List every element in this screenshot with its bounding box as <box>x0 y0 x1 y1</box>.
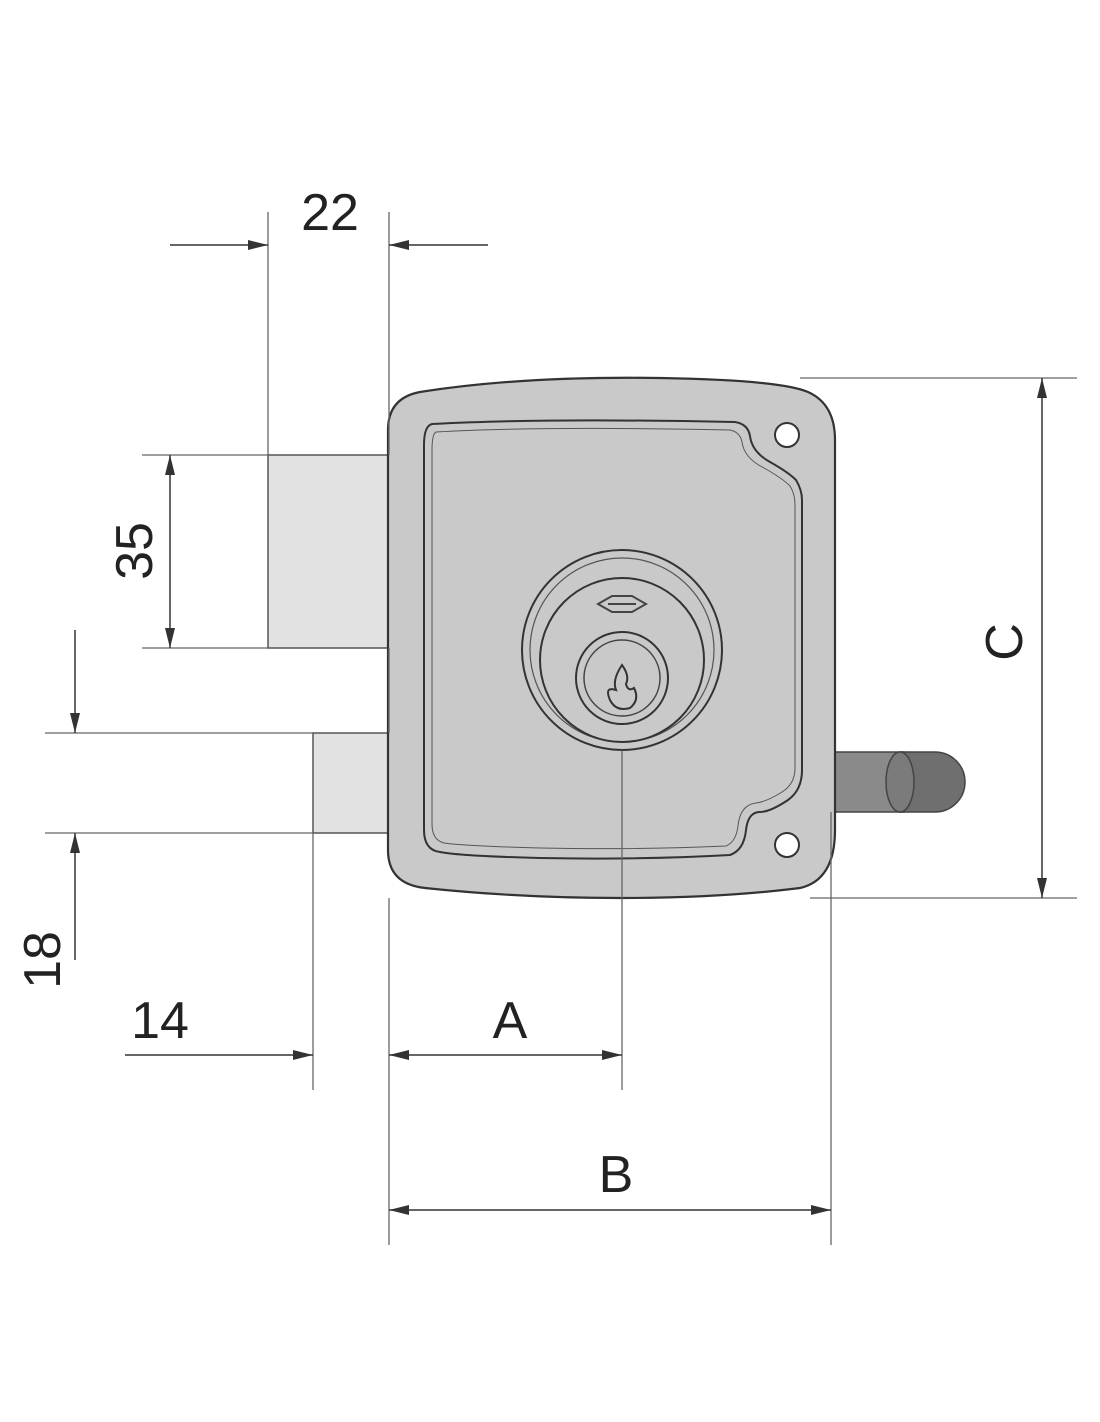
dimension-14-label: 14 <box>131 992 189 1050</box>
dimension-lines <box>70 240 1047 1215</box>
lock-faceplate-inner-2 <box>431 427 796 850</box>
dimension-22-label: 22 <box>301 184 359 242</box>
upper-deadbolt <box>267 454 391 649</box>
dimension-c-label: C <box>976 623 1034 661</box>
lock-faceplate-inner <box>423 419 803 860</box>
top-screw-hole <box>774 422 800 448</box>
lower-latch-bolt <box>312 732 391 834</box>
dimension-a-label: A <box>493 992 528 1050</box>
lock-body-outline <box>386 376 837 900</box>
side-latch-pin <box>825 751 966 813</box>
key-cylinder <box>521 549 723 751</box>
dimension-35-label: 35 <box>106 522 164 580</box>
bottom-screw-hole <box>774 832 800 858</box>
extension-lines <box>45 212 1077 1245</box>
flame-keyhole-icon <box>607 663 638 710</box>
dimension-18-label: 18 <box>14 931 72 989</box>
dimension-b-label: B <box>599 1146 634 1204</box>
brand-logo-icon <box>595 595 649 613</box>
